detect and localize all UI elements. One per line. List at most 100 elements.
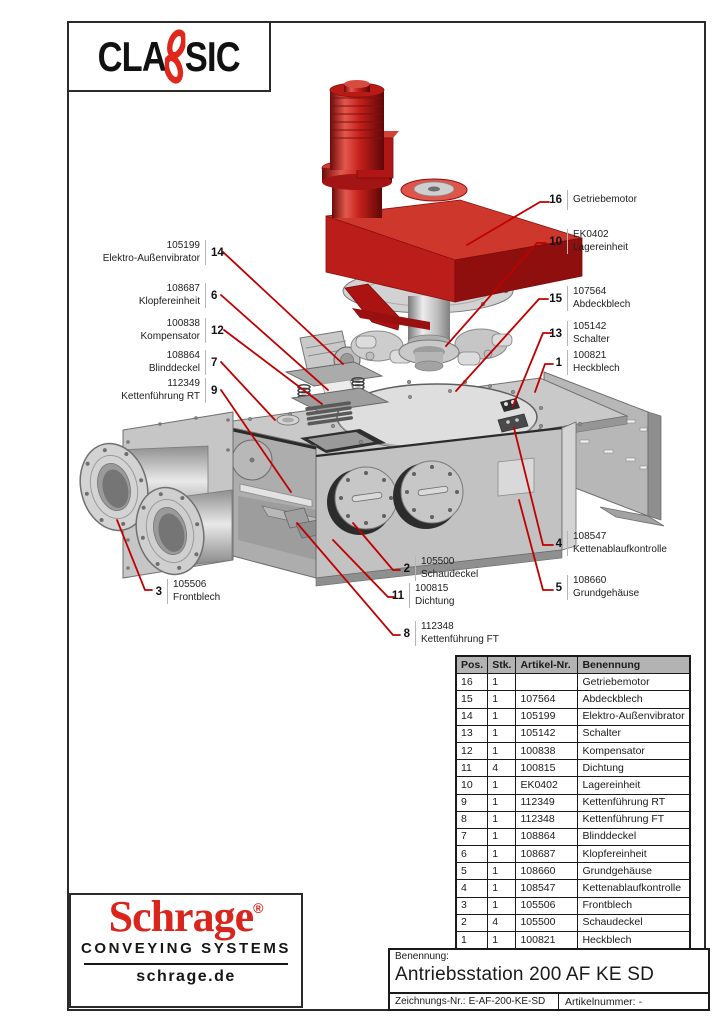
inspection-cover-b-graphic bbox=[393, 460, 464, 529]
article-number-cell: Artikelnummer: - bbox=[559, 996, 708, 1008]
callout-name: Frontblech bbox=[173, 591, 221, 603]
table-cell: 1 bbox=[487, 862, 517, 881]
callout-number: 6 bbox=[211, 289, 218, 302]
table-cell: Schalter bbox=[577, 724, 691, 743]
table-cell: 1 bbox=[455, 931, 489, 950]
registered-trademark-icon: ® bbox=[253, 900, 264, 916]
vibrator-unit-graphic bbox=[276, 330, 390, 426]
callout-name: Klopfereinheit bbox=[138, 295, 200, 307]
callout-article: 105142 bbox=[573, 321, 607, 332]
callout-name: Dichtung bbox=[415, 595, 455, 607]
table-cell: Schaudeckel bbox=[577, 913, 691, 933]
table-cell: Klopfereinheit bbox=[577, 845, 691, 864]
callout-divider bbox=[567, 286, 568, 311]
callout-name: Kettenführung RT bbox=[121, 390, 200, 402]
callout-name: Lagereinheit bbox=[573, 241, 629, 253]
table-cell: 5 bbox=[455, 862, 489, 881]
column-header-stk: Stk. bbox=[487, 655, 517, 675]
callout-number: 7 bbox=[211, 356, 218, 369]
schrage-divider bbox=[84, 963, 288, 965]
callout-number: 10 bbox=[549, 235, 562, 248]
callout-divider bbox=[567, 321, 568, 346]
callout-divider bbox=[205, 378, 206, 403]
callout-article: 108687 bbox=[166, 283, 200, 294]
table-cell: 100838 bbox=[515, 741, 579, 761]
table-cell: EK0402 bbox=[515, 776, 579, 795]
table-cell: Grundgehäuse bbox=[577, 862, 691, 881]
callout-divider bbox=[415, 556, 416, 581]
table-cell: 1 bbox=[487, 724, 517, 743]
callout-divider bbox=[205, 318, 206, 343]
callout-number: 13 bbox=[549, 327, 562, 340]
callout-number: 12 bbox=[211, 324, 224, 337]
column-header-pos: Pos. bbox=[455, 655, 489, 675]
table-cell: Kompensator bbox=[577, 741, 691, 761]
table-cell: 108660 bbox=[515, 862, 579, 881]
table-cell: 105506 bbox=[515, 896, 579, 915]
callout-number: 2 bbox=[403, 562, 410, 575]
table-cell: Frontblech bbox=[577, 896, 691, 915]
callout-divider bbox=[205, 350, 206, 375]
table-cell: 100821 bbox=[515, 931, 579, 950]
chain-runoff-control-graphic bbox=[497, 413, 529, 433]
callout-divider bbox=[415, 621, 416, 646]
schrage-tagline: CONVEYING SYSTEMS bbox=[80, 940, 292, 957]
callout-number: 3 bbox=[155, 585, 162, 598]
callout-article: 105199 bbox=[166, 240, 200, 251]
table-cell: Dichtung bbox=[577, 759, 691, 778]
table-cell: 1 bbox=[487, 931, 517, 950]
table-cell: Kettenführung RT bbox=[577, 793, 691, 812]
callout-article: 108660 bbox=[573, 575, 607, 586]
title-block: Benennung: Antriebsstation 200 AF KE SD … bbox=[388, 948, 710, 1011]
callout-article: 112348 bbox=[421, 621, 454, 632]
callout-name: Elektro-Außenvibrator bbox=[102, 252, 200, 264]
table-cell: 4 bbox=[455, 879, 489, 898]
column-header-benennung: Benennung bbox=[577, 655, 691, 675]
drawing-title: Antriebsstation 200 AF KE SD bbox=[395, 964, 655, 985]
table-cell: 105500 bbox=[515, 913, 579, 933]
table-cell: 1 bbox=[487, 673, 517, 692]
callout-name: Grundgehäuse bbox=[573, 587, 640, 599]
callout-divider bbox=[567, 575, 568, 600]
callout-number: 8 bbox=[403, 627, 410, 640]
table-cell: 8 bbox=[455, 810, 489, 829]
callout-number: 16 bbox=[549, 194, 562, 206]
parts-table-header-row: Pos. Stk. Artikel-Nr. Benennung bbox=[455, 655, 691, 675]
bearing-unit-graphic bbox=[350, 328, 513, 372]
callout-divider bbox=[567, 531, 568, 556]
callout-name: Kettenablaufkontrolle bbox=[573, 543, 667, 555]
table-cell: Getriebemotor bbox=[577, 673, 691, 692]
callout-number: 15 bbox=[549, 292, 562, 305]
chain-s-icon bbox=[165, 28, 186, 84]
table-cell: 100815 bbox=[515, 759, 579, 778]
callout-article: 107564 bbox=[573, 286, 607, 297]
callout-divider bbox=[567, 229, 568, 254]
callout-name: Heckblech bbox=[573, 362, 620, 374]
callout-article: 108864 bbox=[166, 350, 200, 361]
classic-text-right: SIC bbox=[185, 32, 241, 80]
table-cell: Elektro-Außenvibrator bbox=[577, 707, 691, 726]
callout-article: EK0402 bbox=[573, 229, 609, 240]
table-cell: 112349 bbox=[515, 793, 579, 812]
classic-logo: CLA SIC bbox=[67, 21, 271, 92]
